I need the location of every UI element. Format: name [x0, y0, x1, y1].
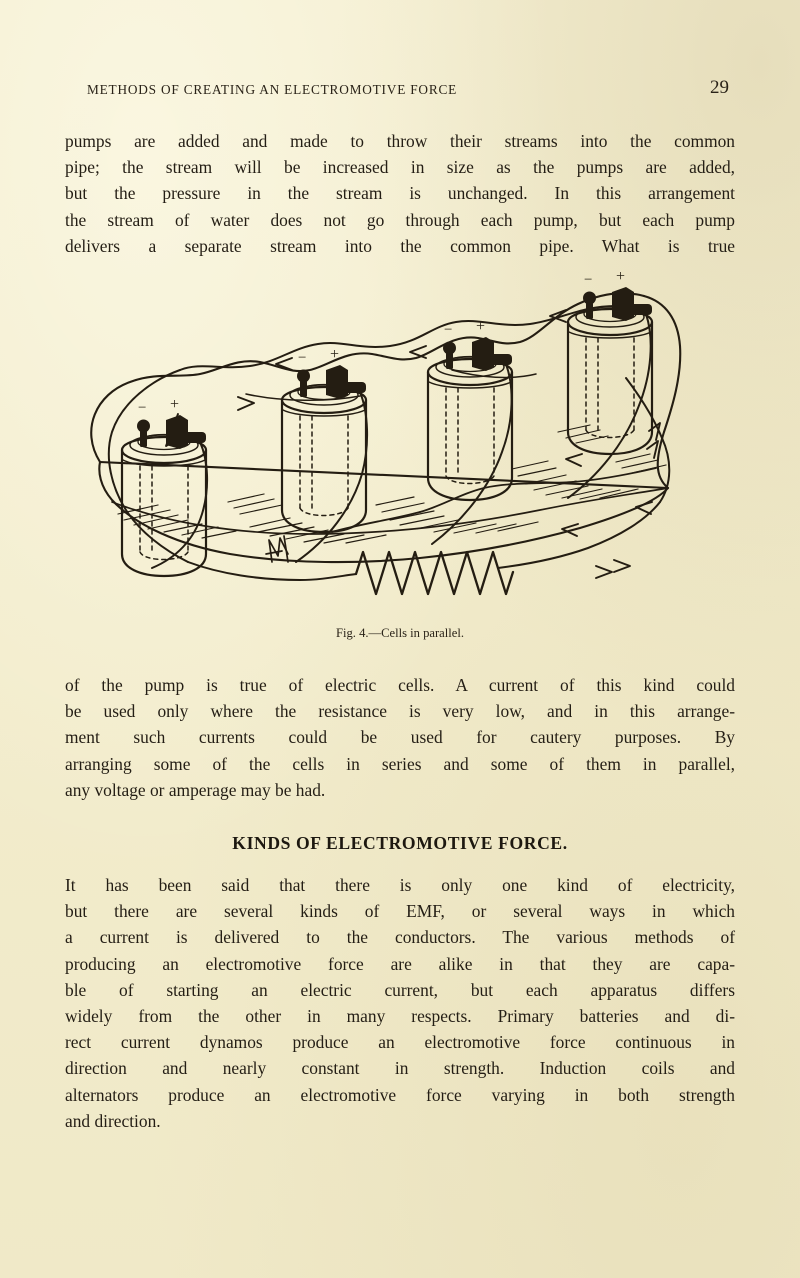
text-line: and direction. [65, 1110, 161, 1131]
figure-illustration: − + [90, 268, 682, 596]
resistance-coil [354, 550, 515, 596]
text-line: It has been said that there is only one … [65, 875, 735, 895]
negative-terminal: − [583, 272, 596, 319]
battery-cell-1: − + [120, 396, 209, 578]
text-line: pipe; the stream will be increased in si… [65, 157, 735, 178]
cell-4-minus-label: − [584, 272, 592, 288]
positive-terminal: + [326, 346, 366, 399]
hidden-interior-dashes [139, 465, 189, 561]
positive-terminal: + [166, 396, 206, 449]
positive-terminal: + [472, 318, 512, 371]
text-line: the stream of water does not go through … [65, 209, 735, 230]
cell-3-plus-label: + [476, 318, 485, 335]
running-head-title: METHODS OF CREATING AN ELECTROMOTIVE FOR… [87, 82, 458, 97]
cell-1-minus-label: − [138, 400, 146, 416]
text-line: delivers a separate stream into the comm… [65, 235, 735, 256]
text-line: of the pump is true of electric cells. A… [65, 675, 735, 695]
text-line: rect current dynamos produce an electrom… [65, 1032, 735, 1053]
negative-terminal: − [137, 400, 150, 447]
negative-terminal: − [297, 350, 310, 397]
text-line: but the pressure in the stream is unchan… [65, 183, 735, 204]
text-line: ment such currents could be used for cau… [65, 727, 735, 748]
text-line: direction and nearly constant in strengt… [65, 1058, 735, 1079]
figure-caption: Fig. 4.—Cells in parallel. [335, 626, 465, 640]
battery-cell-4: − + [566, 268, 654, 499]
text-line: but there are several kinds of EMF, or s… [65, 901, 735, 922]
cell-2-minus-label: − [298, 350, 306, 366]
text-line: ble of starting an electric current, but… [65, 979, 735, 1000]
battery-cell-3: − + [426, 318, 514, 545]
paragraph-kinds-of-emf: It has been said that there is only one … [65, 872, 735, 1134]
text-line: pumps are added and made to throw their … [65, 131, 735, 151]
battery-cell-2: − + [280, 346, 369, 563]
cell-4-plus-label: + [616, 268, 625, 285]
negative-terminal: − [443, 322, 456, 369]
paragraph-intro: pumps are added and made to throw their … [65, 128, 735, 259]
text-line: widely from the other in many respects. … [65, 1006, 735, 1027]
page-content: METHODS OF CREATING AN ELECTROMOTIVE FOR… [65, 0, 735, 1278]
running-head: METHODS OF CREATING AN ELECTROMOTIVE FOR… [65, 77, 735, 104]
cell-3-minus-label: − [444, 322, 452, 338]
positive-terminal: + [612, 268, 652, 321]
section-heading: KINDS OF ELECTROMOTIVE FORCE. [232, 833, 568, 853]
figure-cells-in-parallel: − + [60, 262, 740, 652]
text-line: arranging some of the cells in series an… [65, 753, 735, 774]
paragraph-pump-cells: of the pump is true of electric cells. A… [65, 672, 735, 803]
text-line: any voltage or amperage may be had. [65, 779, 326, 800]
cell-1-plus-label: + [170, 396, 179, 413]
cell-2-plus-label: + [330, 346, 339, 363]
text-line: producing an electromotive force are ali… [65, 953, 735, 974]
text-line: a current is delivered to the conductors… [65, 927, 735, 948]
page-number: 29 [710, 77, 729, 98]
text-line: alternators produce an electromotive for… [65, 1084, 735, 1105]
artist-monogram [265, 535, 289, 563]
text-line: be used only where the resistance is ver… [65, 701, 735, 722]
